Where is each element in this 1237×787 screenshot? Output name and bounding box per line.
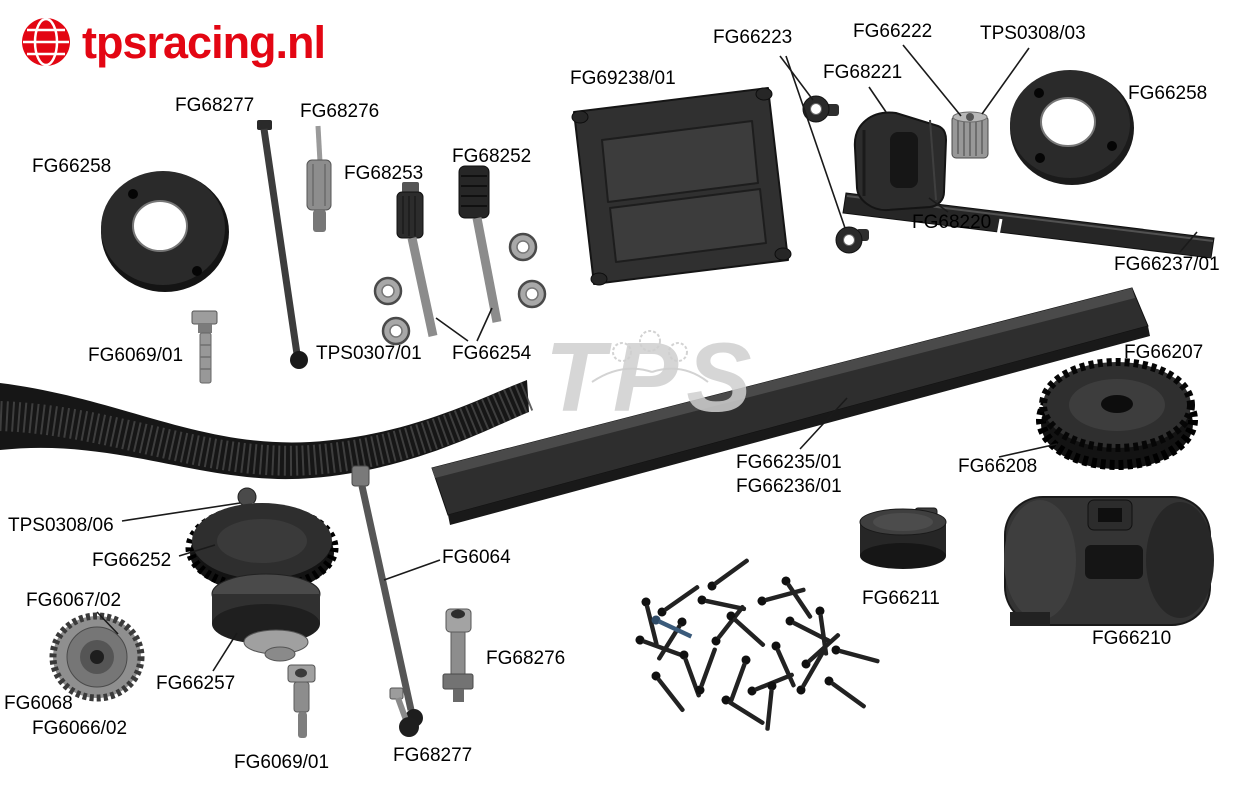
part-label-fg66252: FG66252 [92,550,172,571]
part-label-fg6064: FG6064 [442,547,511,568]
part-shaft-fg68253 [396,182,438,337]
part-label-fg6066-02: FG6066/02 [32,718,128,739]
part-label-fg66258-right: FG66258 [1128,83,1208,104]
part-ring-right [1010,70,1134,185]
part-belt [0,380,534,480]
watermark-crown [591,330,709,383]
part-label-fg66235-01: FG66235/01 [736,452,842,473]
part-label-fg66257: FG66257 [156,673,236,694]
part-chassis-rail [431,287,1150,525]
part-clamp-ring-fg66211 [859,507,947,569]
part-ball-pin-fg68277-bottom [389,687,419,737]
part-shaft-fg68276-top [306,125,332,232]
part-label-fg68221: FG68221 [823,62,903,83]
part-label-fg6067-02: FG6067/02 [26,590,122,611]
part-label-tps0307-01: TPS0307/01 [316,343,422,364]
part-label-fg66223: FG66223 [713,27,793,48]
site-logo-text: tpsracing.nl [82,16,326,68]
part-label-fg68276-top: FG68276 [300,101,380,122]
part-label-fg66237-01: FG66237/01 [1114,254,1220,275]
part-label-fg68277-bottom: FG68277 [393,745,473,766]
screws-pile [634,555,881,732]
part-label-fg6068: FG6068 [4,693,73,714]
part-diff-gear [49,612,145,702]
part-label-fg68220: FG68220 [912,212,992,233]
globe-icon [22,17,70,67]
part-label-fg66258-left: FG66258 [32,156,112,177]
part-bearings [373,232,547,346]
part-label-fg69238-01: FG69238/01 [570,68,676,89]
part-label-fg6069-01-bottom: FG6069/01 [234,752,330,773]
part-label-tps0308-03: TPS0308/03 [980,23,1086,44]
part-label-fg66207: FG66207 [1124,342,1204,363]
site-logo: tpsracing.nl [20,16,326,68]
part-label-fg66211: FG66211 [862,588,940,609]
part-shaft-fg6064 [351,465,423,727]
part-knurled-nut [951,111,989,159]
part-label-fg68276-bottom: FG68276 [486,648,566,669]
part-post-fg6069-top [191,310,218,384]
part-clamp-bracket [853,111,948,212]
part-gear-fg66207 [1036,358,1198,470]
part-shaft-fg68252 [458,165,502,323]
part-label-fg6069-01-left: FG6069/01 [88,345,184,366]
part-label-fg68252: FG68252 [452,146,532,167]
screw-blue [651,615,693,639]
part-label-fg68253: FG68253 [344,163,424,184]
part-eyelets-fg66223 [802,95,869,254]
part-label-fg66210: FG66210 [1092,628,1172,649]
part-post-fg6069-bottom [287,664,316,738]
tps-watermark: TPS [545,322,760,432]
part-label-fg68277-top: FG68277 [175,95,255,116]
part-label-fg66208: FG66208 [958,456,1038,477]
part-label-tps0308-06: TPS0308/06 [8,515,114,536]
part-shaft-fg68276-bottom [442,608,474,702]
part-housing-fg66210 [1004,496,1214,626]
part-label-fg66222: FG66222 [853,21,933,42]
part-receiver-box [571,87,792,286]
part-pin-long [257,120,308,369]
part-label-fg66236-01: FG66236/01 [736,476,842,497]
part-label-fg66254: FG66254 [452,343,532,364]
leader-lines [96,44,1198,672]
part-gear-assembly [185,487,339,662]
part-ring-left [101,171,229,292]
